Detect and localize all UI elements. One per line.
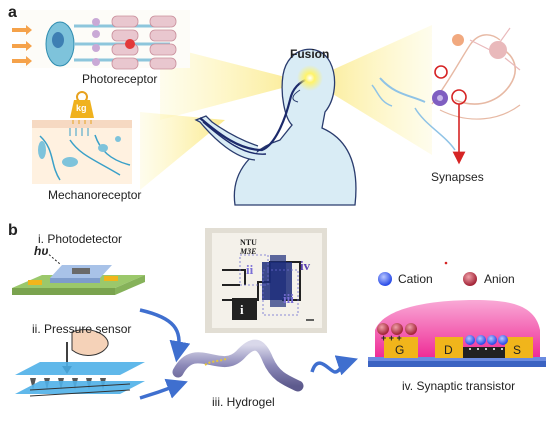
photoreceptor-label: Photoreceptor (82, 72, 158, 86)
cation-label: Cation (398, 272, 433, 286)
light-beam-mechanoreceptor (140, 112, 225, 190)
fusion-glow (297, 65, 323, 91)
chip-label-iv: iv (300, 258, 311, 273)
panel-label-a: a (8, 4, 17, 21)
synaptic-transistor-device (368, 300, 546, 367)
chip-label-iii: iii (283, 291, 294, 306)
nerve-pathway (199, 76, 311, 152)
chip-photo (205, 228, 327, 333)
flow-arrow-photodetector (139, 308, 191, 363)
mechanoreceptor-label: Mechanoreceptor (48, 188, 142, 202)
pressure-sensor-label: ii. Pressure sensor (32, 322, 132, 336)
flow-arrow-transistor (310, 355, 358, 376)
drain-electrode-label: D (444, 343, 453, 357)
neuron-illustration (371, 27, 521, 151)
gate-electrode-label: G (395, 343, 405, 357)
photon-symbol: hυ (34, 244, 49, 258)
anion-legend-icon (463, 272, 477, 286)
light-beam-synapse (310, 25, 432, 155)
chip-label-i: i (240, 302, 244, 317)
synapse-marker-1 (434, 65, 448, 79)
anion-label: Anion (484, 272, 515, 286)
photoreceptor-illustration (12, 10, 190, 70)
chip-text-ntu: NTU (240, 238, 257, 247)
pressure-sensor-device (15, 329, 145, 397)
chip-label-ii: ii (246, 262, 254, 277)
hydrogel-label: iii. Hydrogel (212, 395, 275, 409)
photodetector-device (12, 251, 145, 295)
panel-label-b: b (8, 222, 18, 239)
cation-legend-icon (378, 272, 392, 286)
photodetector-label: i. Photodetector (38, 232, 123, 246)
gate-charge-signs: + + + (381, 333, 402, 343)
synapses-label: Synapses (431, 170, 484, 184)
weight-icon (70, 91, 94, 124)
light-beam-photoreceptor (160, 45, 305, 120)
fusion-label: Fusion (290, 47, 330, 61)
synaptic-transistor-label: iv. Synaptic transistor (402, 379, 516, 393)
chip-text-m3e: M3E (240, 247, 257, 256)
hydrogel-illustration (172, 339, 304, 392)
weight-label: kg (76, 103, 87, 113)
mechanoreceptor-illustration (32, 120, 132, 184)
flow-arrow-pressure (139, 378, 188, 400)
source-electrode-label: S (513, 343, 522, 357)
